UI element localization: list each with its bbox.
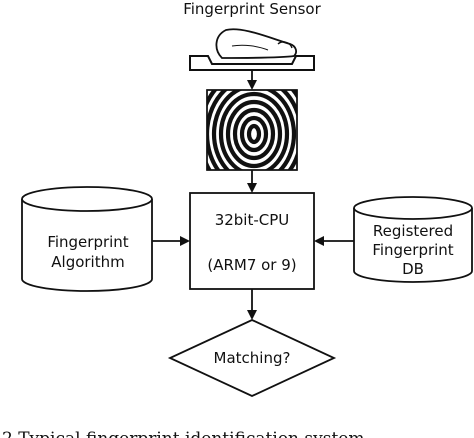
database-cylinder <box>353 196 473 283</box>
database-label-line3: DB <box>402 260 424 278</box>
algorithm-cylinder <box>21 186 153 292</box>
cpu-label-line2: (ARM7 or 9) <box>207 256 296 274</box>
figure-caption: 2 Typical fingerprint identification sys… <box>2 429 364 438</box>
decision-diamond <box>167 319 337 397</box>
algorithm-label-line2: Algorithm <box>51 253 124 271</box>
fingerprint-sensor-icon <box>189 28 315 71</box>
cpu-label-line1: 32bit-CPU <box>215 211 290 229</box>
database-label-line2: Fingerprint <box>372 241 453 259</box>
sensor-title: Fingerprint Sensor <box>183 0 321 18</box>
algorithm-label-line1: Fingerprint <box>47 233 128 251</box>
database-label-line1: Registered <box>373 222 453 240</box>
decision-label: Matching? <box>214 349 291 367</box>
cpu-box <box>189 192 315 290</box>
fingerprint-image-icon <box>206 89 298 171</box>
